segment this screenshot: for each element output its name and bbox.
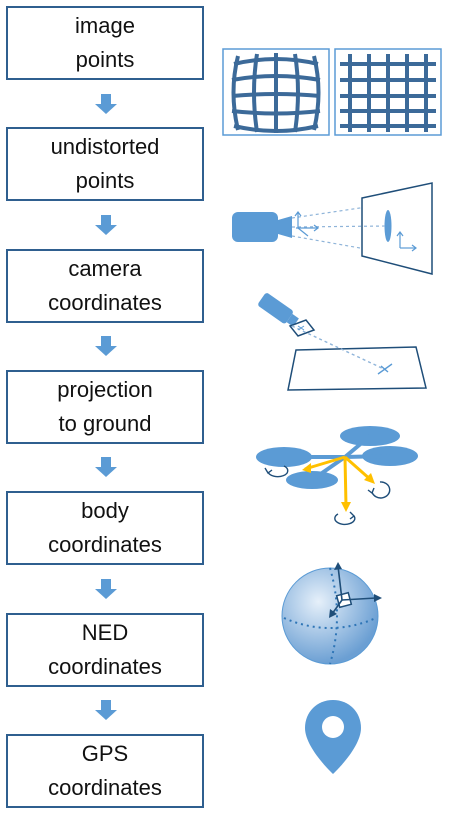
step-gps-coordinates: GPS coordinates: [6, 734, 204, 808]
down-arrow-icon: [95, 457, 117, 477]
undistorted-grid-icon: [334, 48, 442, 136]
step-body-coordinates: body coordinates: [6, 491, 204, 565]
step-label: camera coordinates: [48, 256, 162, 315]
camera-image-plane-icon: [232, 182, 433, 275]
step-label: image points: [75, 13, 135, 72]
step-image-points: image points: [6, 6, 204, 80]
step-label: projection to ground: [57, 377, 153, 436]
down-arrow-icon: [95, 579, 117, 599]
drone-body-axes-icon: [256, 426, 418, 526]
step-label: NED coordinates: [48, 620, 162, 679]
gps-pin-icon: [305, 700, 361, 774]
step-label: body coordinates: [48, 498, 162, 557]
step-ned-coordinates: NED coordinates: [6, 613, 204, 687]
step-camera-coordinates: camera coordinates: [6, 249, 204, 323]
distorted-grid-icon: [222, 48, 330, 136]
step-undistorted-points: undistorted points: [6, 127, 204, 201]
ned-globe-icon: [281, 562, 382, 665]
down-arrow-icon: [95, 215, 117, 235]
down-arrow-icon: [95, 336, 117, 356]
down-arrow-icon: [95, 700, 117, 720]
ground-projection-icon: [258, 293, 427, 391]
step-label: GPS coordinates: [48, 741, 162, 800]
step-label: undistorted points: [50, 134, 160, 193]
step-projection-to-ground: projection to ground: [6, 370, 204, 444]
down-arrow-icon: [95, 94, 117, 114]
